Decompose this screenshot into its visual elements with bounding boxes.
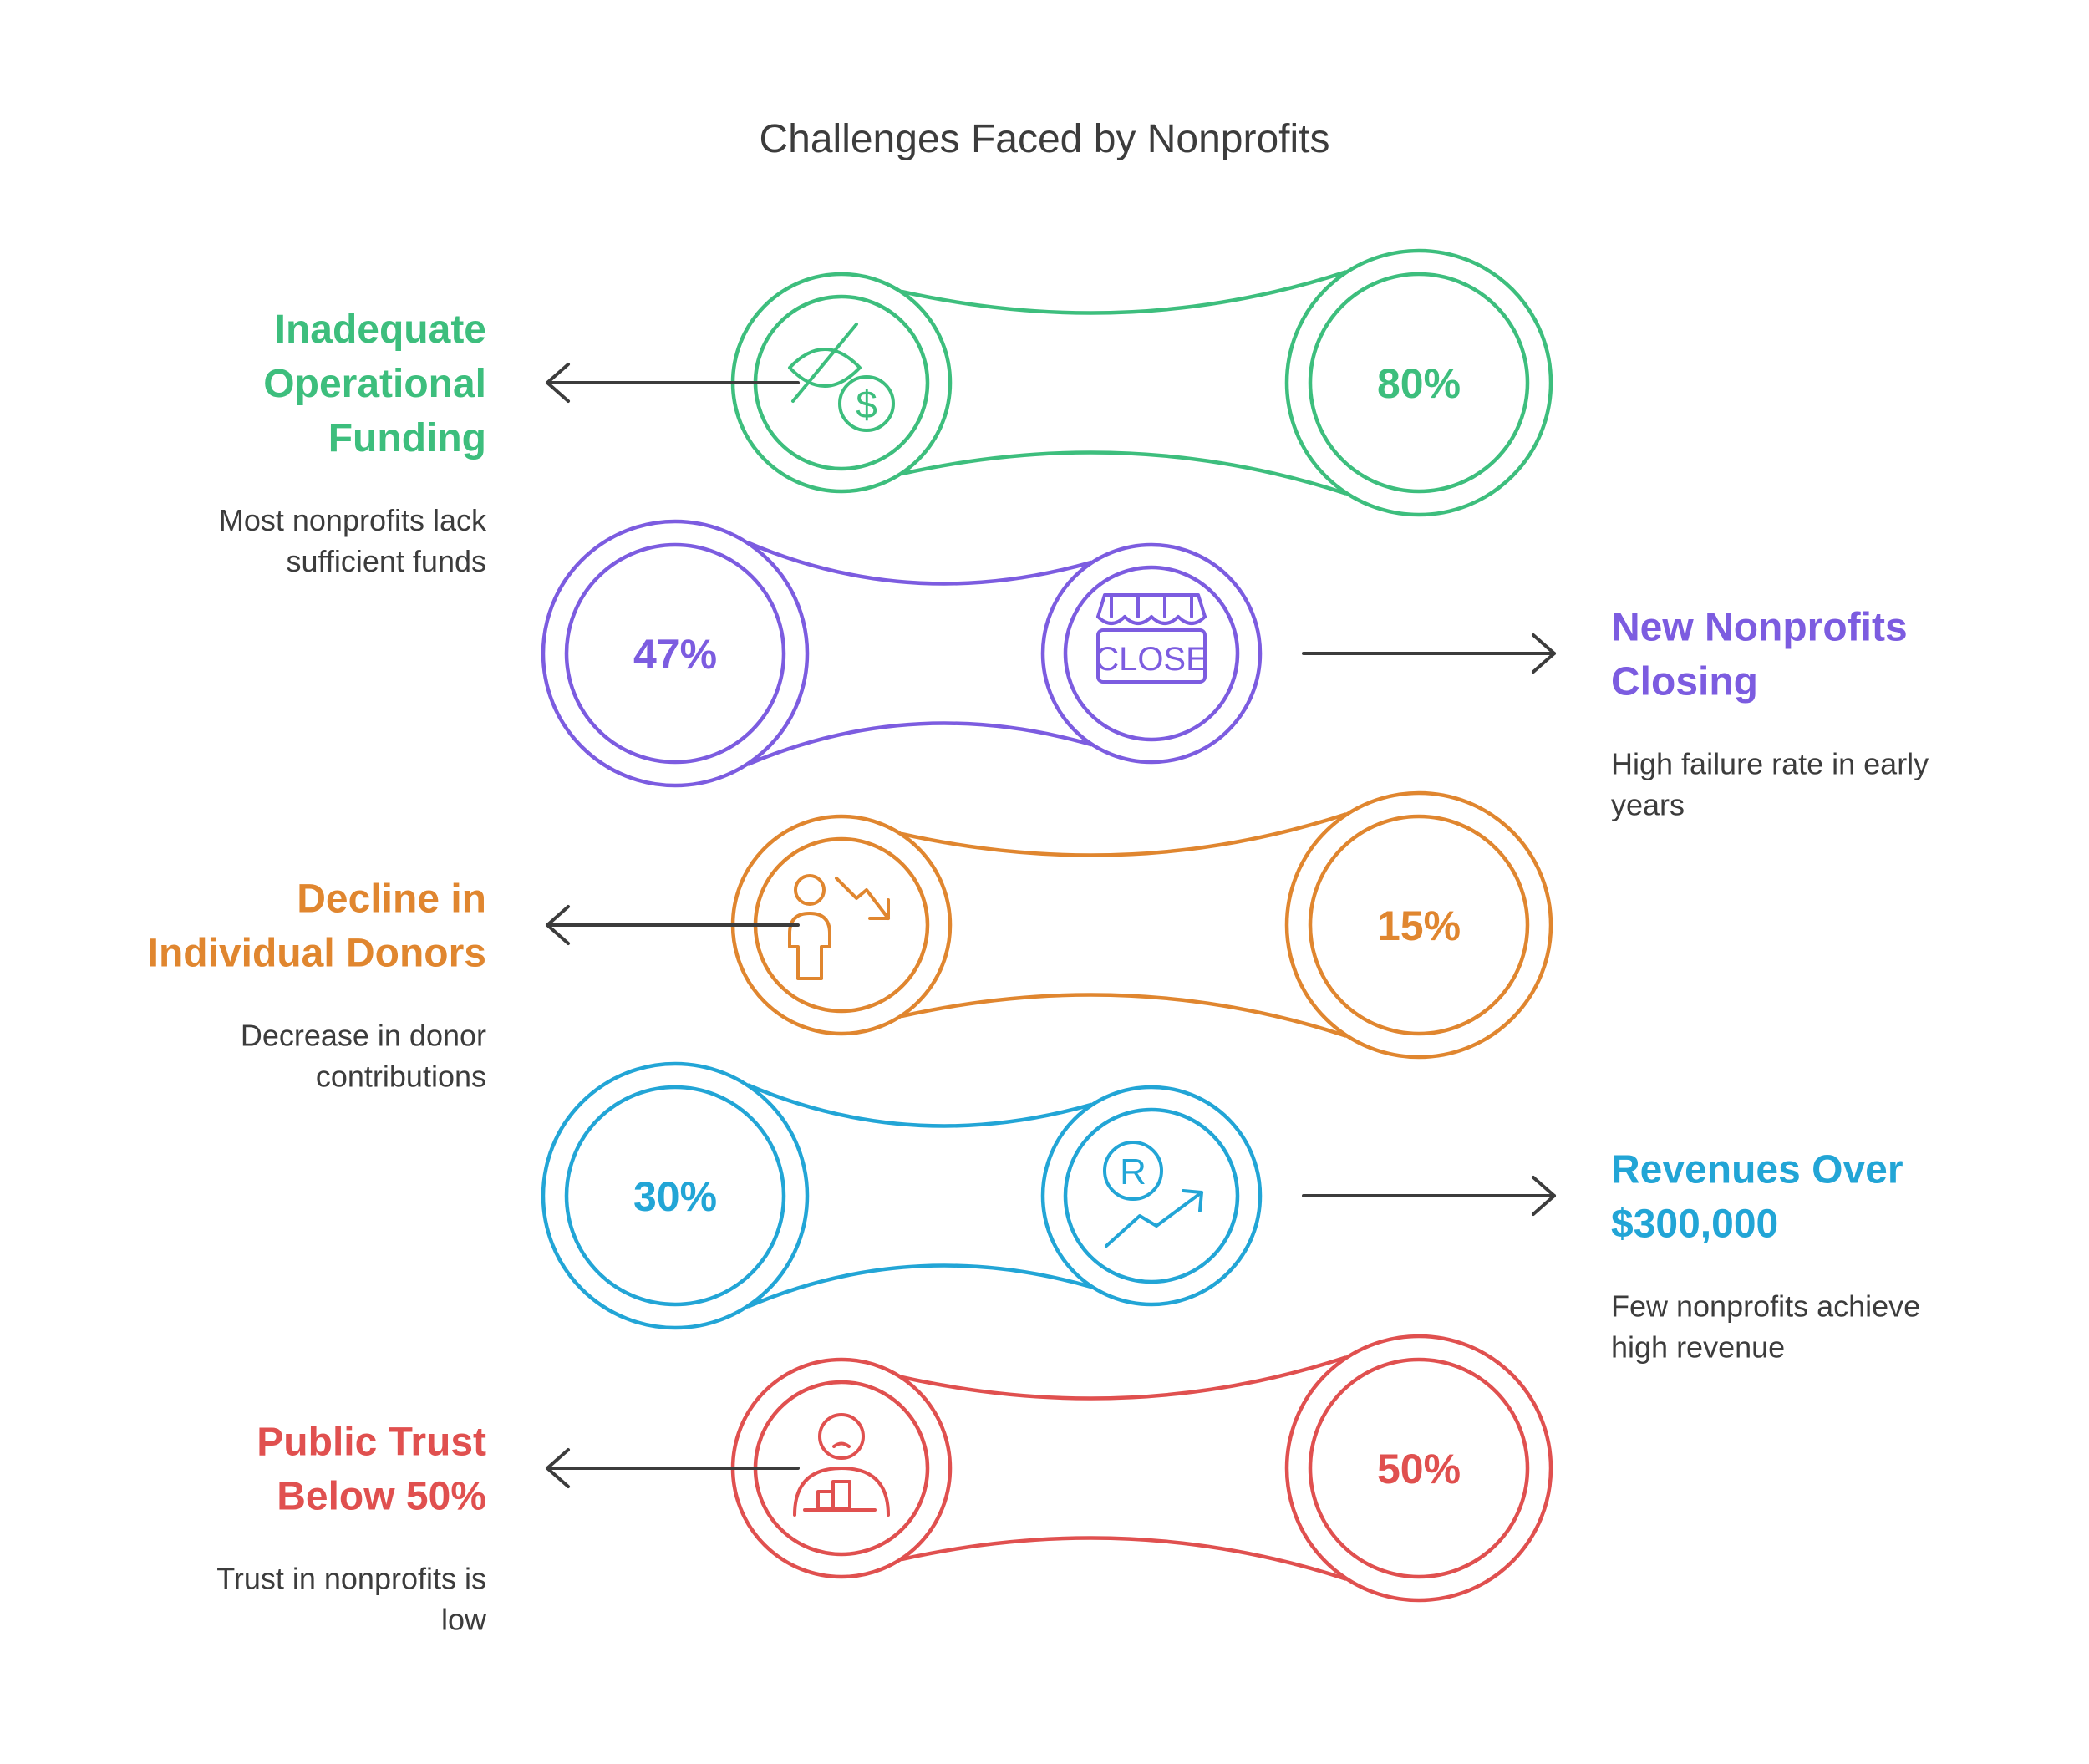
connector-bridge bbox=[901, 812, 1347, 1038]
icon-circle bbox=[1040, 1085, 1263, 1307]
challenge-description: Most nonprofits lack bbox=[219, 503, 487, 537]
value-circle bbox=[541, 519, 810, 788]
challenge-heading: Decline in bbox=[297, 877, 486, 922]
percentage-value: 47% bbox=[633, 631, 717, 678]
challenge-description: Few nonprofits achieve bbox=[1611, 1289, 1920, 1324]
challenge-description: years bbox=[1611, 788, 1685, 822]
value-circle bbox=[1284, 248, 1553, 517]
value-circle bbox=[1284, 790, 1553, 1060]
challenge-heading: Operational bbox=[263, 362, 486, 406]
percentage-value: 80% bbox=[1377, 360, 1461, 407]
challenge-heading: Closing bbox=[1611, 660, 1758, 704]
challenge-heading: New Nonprofits bbox=[1611, 606, 1908, 650]
challenge-heading: Public Trust bbox=[257, 1421, 486, 1465]
pointer-arrow bbox=[1302, 1176, 1556, 1216]
revenue-growth-icon: R bbox=[1103, 1141, 1203, 1248]
icon-circle bbox=[1040, 542, 1263, 765]
connector-bridge bbox=[901, 270, 1347, 496]
percentage-value: 30% bbox=[633, 1173, 717, 1220]
pointer-arrow bbox=[546, 905, 800, 945]
page-title: Challenges Faced by Nonprofits bbox=[759, 117, 1329, 161]
connector-bridge bbox=[901, 1355, 1347, 1581]
challenge-description: low bbox=[441, 1603, 487, 1637]
challenge-description: sufficient funds bbox=[287, 544, 486, 578]
percentage-value: 50% bbox=[1377, 1446, 1461, 1492]
svg-text:$: $ bbox=[856, 383, 877, 426]
value-circle bbox=[1284, 1334, 1553, 1603]
challenge-heading: Below 50% bbox=[277, 1475, 486, 1519]
close-sign-text: CLOSE bbox=[1095, 641, 1208, 678]
challenge-heading: Revenues Over bbox=[1611, 1148, 1903, 1192]
value-circle bbox=[541, 1061, 810, 1330]
percentage-value: 15% bbox=[1377, 902, 1461, 949]
pointer-arrow bbox=[546, 363, 800, 403]
challenge-heading: $300,000 bbox=[1611, 1202, 1778, 1247]
hidden-money-icon: $ bbox=[788, 323, 895, 432]
challenge-description: Trust in nonprofits is bbox=[216, 1562, 486, 1596]
person-decline-icon bbox=[788, 874, 890, 980]
closed-store-icon: CLOSE bbox=[1095, 593, 1208, 684]
pointer-arrow bbox=[546, 1448, 800, 1488]
challenge-description: High failure rate in early bbox=[1611, 747, 1929, 781]
challenge-description: Decrease in donor bbox=[241, 1019, 486, 1053]
challenge-heading: Funding bbox=[328, 416, 486, 460]
challenge-heading: Inadequate bbox=[275, 308, 486, 352]
connector-bridge bbox=[747, 1083, 1093, 1309]
revenue-symbol-text: R bbox=[1120, 1151, 1146, 1192]
challenge-heading: Individual Donors bbox=[148, 932, 486, 976]
pointer-arrow bbox=[1302, 633, 1556, 674]
challenge-description: high revenue bbox=[1611, 1330, 1785, 1365]
connector-bridge bbox=[747, 541, 1093, 766]
unhappy-person-icon bbox=[793, 1413, 890, 1517]
challenge-description: contributions bbox=[316, 1060, 486, 1094]
